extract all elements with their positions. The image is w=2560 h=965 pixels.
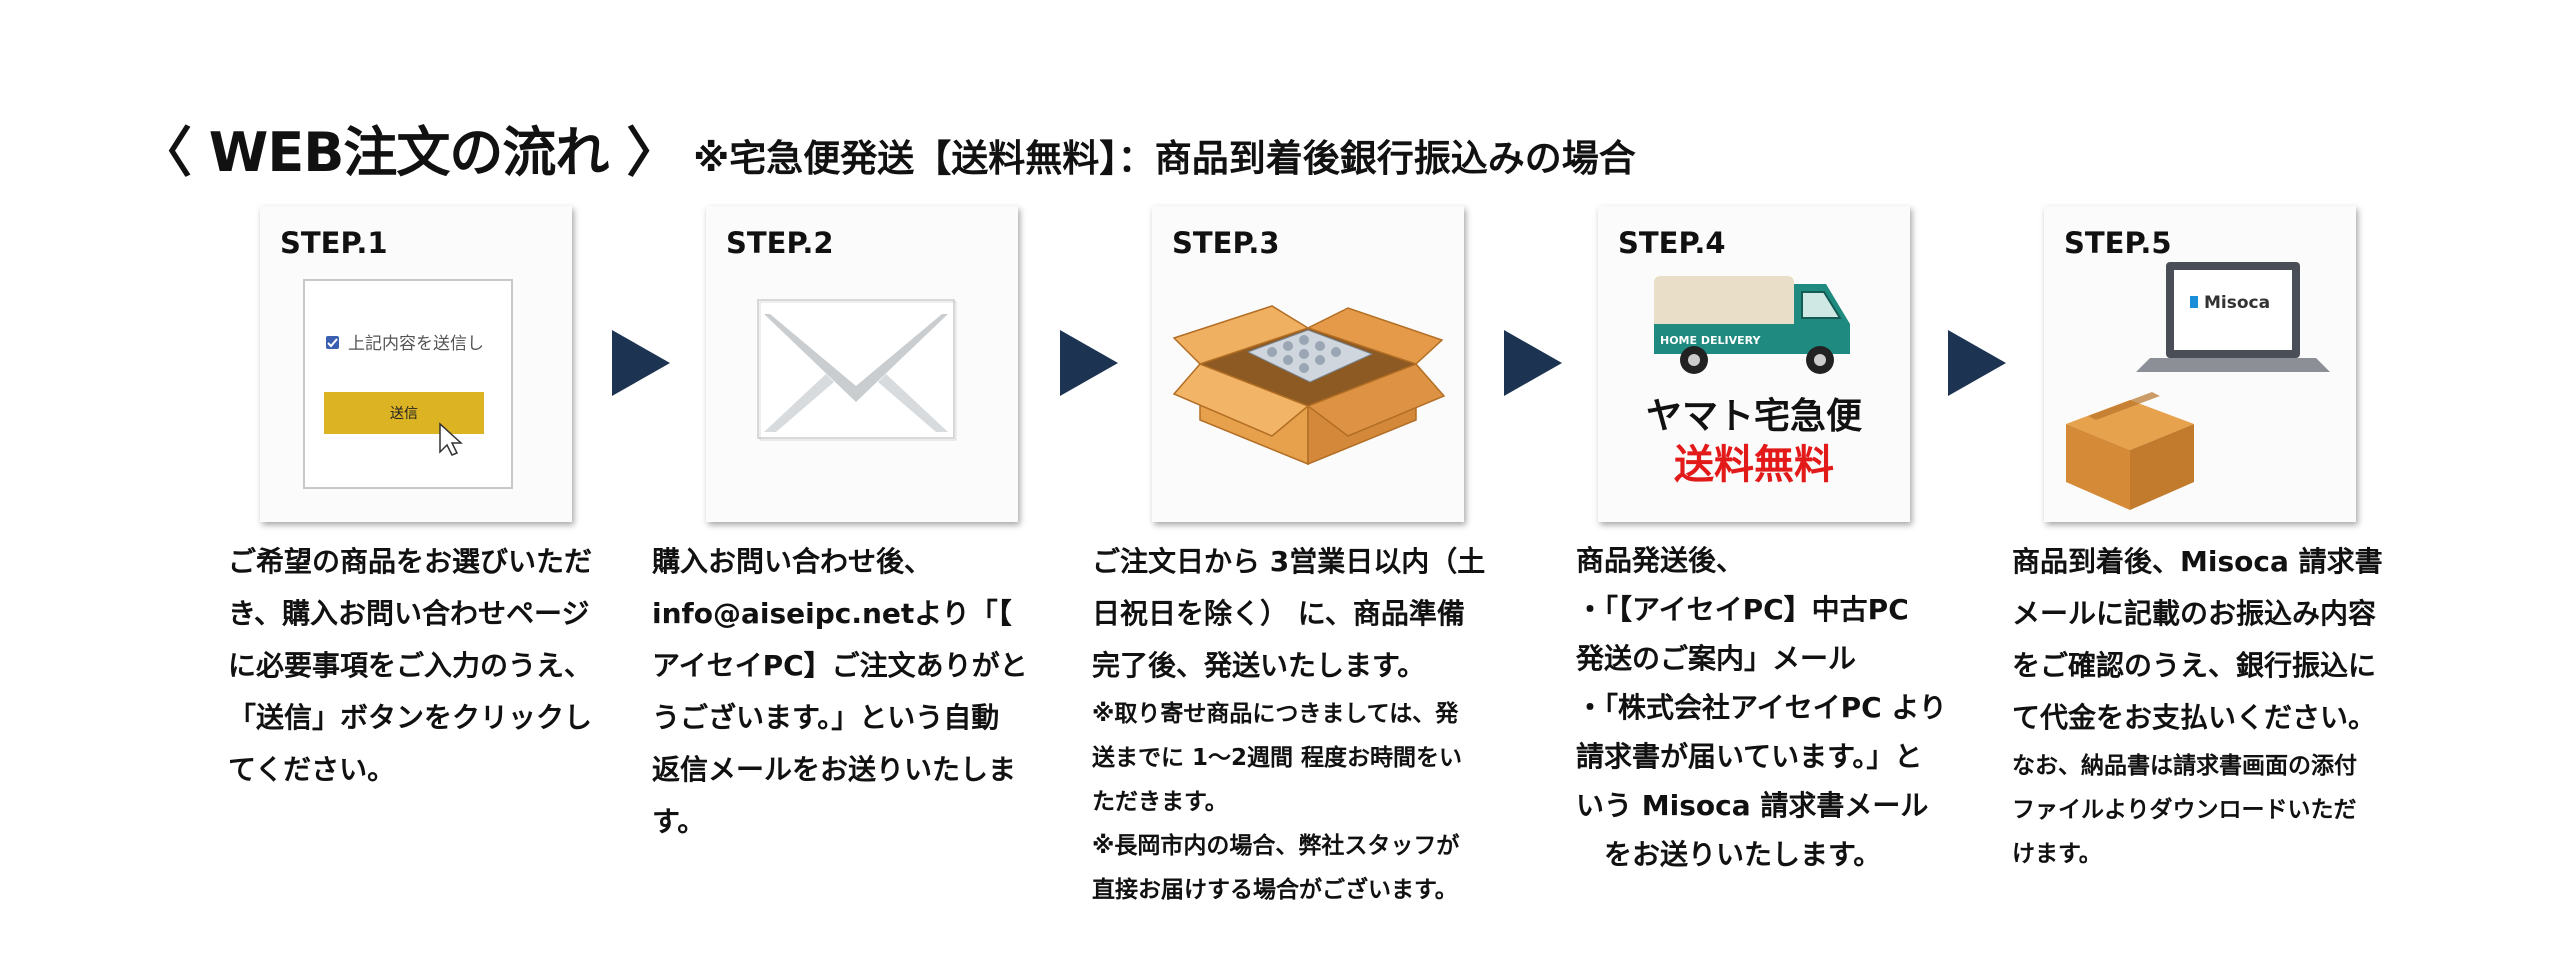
desc-line: アイセイPC】ご注文ありがと	[652, 649, 1028, 682]
step-2-description: 購入お問い合わせ後、 info@aiseipc.netより「【 アイセイPC】ご…	[652, 536, 1028, 848]
desc-line: info@aiseipc.netより「【	[652, 597, 1012, 630]
step-2-card: STEP.2	[706, 206, 1018, 522]
desc-line: ・「【アイセイPC】中古PC	[1576, 593, 1909, 626]
form-submit-icon: 上記内容を送信し 送信	[303, 279, 513, 489]
step-3-label: STEP.3	[1172, 226, 1280, 260]
note-line: ※取り寄せ商品につきましては、発	[1092, 701, 1459, 727]
step-4-label: STEP.4	[1618, 226, 1726, 260]
step-1-card: 上記内容を送信し 送信 STEP.1	[260, 206, 572, 522]
truck-label: HOME DELIVERY	[1660, 334, 1761, 347]
note-line: ※長岡市内の場合、弊社スタッフが	[1092, 833, 1460, 859]
desc-line: 発送のご案内」メール	[1576, 642, 1857, 675]
desc-line: 商品発送後、	[1576, 544, 1745, 577]
arrow-icon	[612, 330, 670, 396]
note-line: 送までに 1〜2週間 程度お時間をい	[1092, 745, 1463, 771]
desc-line: いう Misoca 請求書メール	[1576, 789, 1929, 822]
desc-line: て代金をお支払いください。	[2012, 701, 2377, 734]
step-3-description: ご注文日から 3営業日以内（土 日祝日を除く） に、商品準備 完了後、発送いたし…	[1092, 536, 1485, 912]
desc-line: 完了後、発送いたします。	[1092, 649, 1426, 682]
desc-line: てください。	[228, 753, 396, 786]
note-line: ただきます。	[1092, 789, 1228, 815]
desc-line: ご注文日から 3営業日以内（土	[1092, 545, 1486, 578]
laptop-box-icon: Misoca	[2066, 262, 2330, 510]
arrow-icon	[1060, 330, 1118, 396]
desc-line: ご希望の商品をお選びいただ	[228, 545, 593, 578]
step-2-label: STEP.2	[726, 226, 834, 260]
desc-line: ・「株式会社アイセイPC より	[1576, 691, 1947, 724]
desc-line: をお送りいたします。	[1576, 838, 1882, 871]
misoca-screen-text: Misoca	[2204, 293, 2270, 313]
delivery-truck-icon: HOME DELIVERY ヤマト宅急便 送料無料	[1646, 276, 1863, 488]
step-5-card: Misoca STEP.5	[2044, 206, 2356, 522]
step-1-description: ご希望の商品をお選びいただ き、購入お問い合わせページ に必要事項をご入力のうえ…	[228, 536, 592, 796]
desc-line: をご確認のうえ、銀行振込に	[2012, 649, 2377, 682]
page-title-row: 〈 WEB注文の流れ 〉 ※宅急便発送【送料無料】：商品到着後銀行振込みの場合	[138, 108, 1636, 187]
envelope-icon	[757, 299, 957, 441]
page-title: 〈 WEB注文の流れ 〉	[138, 121, 680, 184]
free-shipping-label: 送料無料	[1674, 442, 1834, 488]
step-4-card: HOME DELIVERY ヤマト宅急便 送料無料 STEP.4	[1598, 206, 1910, 522]
note-line: 直接お届けする場合がございます。	[1092, 877, 1458, 903]
desc-line: 商品到着後、Misoca 請求書	[2012, 545, 2383, 578]
yamato-label: ヤマト宅急便	[1646, 395, 1863, 437]
note-line: けます。	[2012, 841, 2102, 867]
arrow-icon	[1504, 330, 1562, 396]
desc-line: 購入お問い合わせ後、	[652, 545, 933, 578]
desc-line: す。	[652, 805, 706, 838]
step-5-description: 商品到着後、Misoca 請求書 メールに記載のお振込み内容 をご確認のうえ、銀…	[2012, 536, 2383, 876]
desc-line: メールに記載のお振込み内容	[2012, 597, 2377, 630]
note-line: なお、納品書は請求書画面の添付	[2012, 753, 2357, 779]
note-line: ファイルよりダウンロードいただ	[2012, 797, 2357, 823]
desc-line: に必要事項をご入力のうえ、	[228, 649, 593, 682]
arrow-icon	[1948, 330, 2006, 396]
page-subtitle: ※宅急便発送【送料無料】：商品到着後銀行振込みの場合	[693, 137, 1636, 180]
desc-line: 請求書が届いています。」と	[1576, 740, 1923, 773]
step-3-card: STEP.3	[1152, 206, 1464, 522]
step-4-description: 商品発送後、 ・「【アイセイPC】中古PC 発送のご案内」メール ・「株式会社ア…	[1576, 536, 1947, 879]
open-box-icon	[1172, 305, 1446, 466]
desc-line: 日祝日を除く） に、商品準備	[1092, 597, 1465, 630]
desc-line: 「送信」ボタンをクリックし	[228, 701, 593, 734]
step-1-label: STEP.1	[280, 226, 388, 260]
desc-line: き、購入お問い合わせページ	[228, 597, 590, 630]
form-checkbox-text: 上記内容を送信し	[348, 334, 484, 354]
form-submit-text: 送信	[390, 406, 418, 422]
desc-line: うございます。」という自動	[652, 701, 1000, 734]
desc-line: 返信メールをお送りいたしま	[652, 753, 1017, 786]
step-5-label: STEP.5	[2064, 226, 2172, 260]
